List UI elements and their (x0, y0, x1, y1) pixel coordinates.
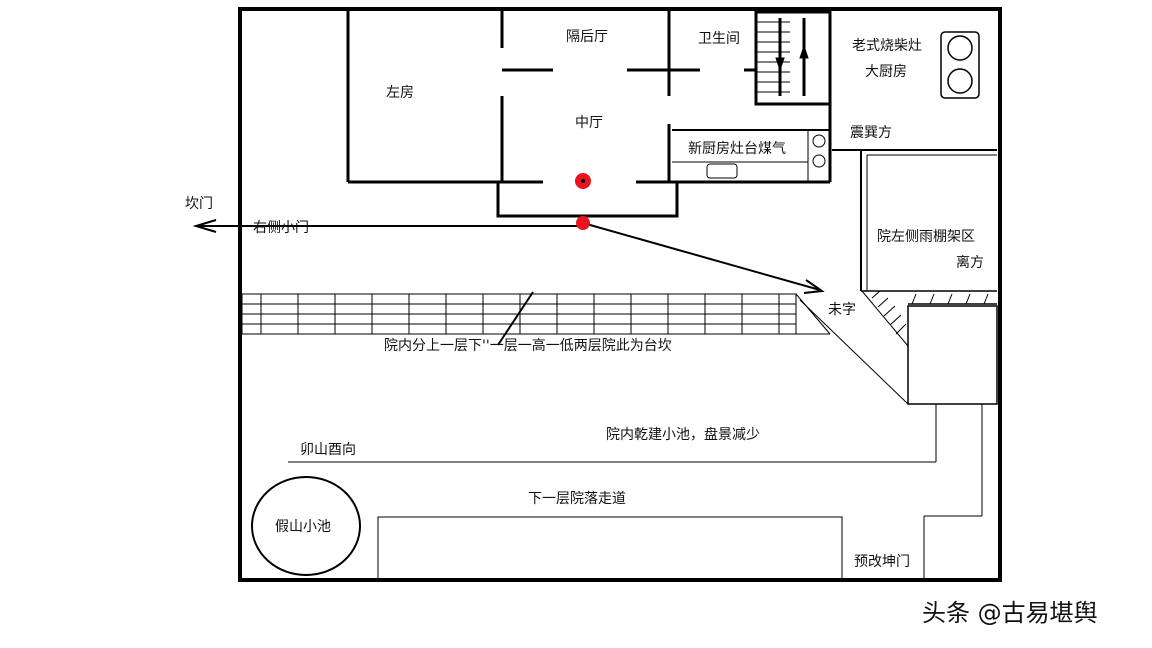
label-lower-walkway: 下一层院落走道 (528, 491, 626, 507)
label-right-side-gate: 右侧小门 (253, 220, 309, 236)
label-rockery-pool: 假山小池 (275, 519, 331, 535)
label-dry-pool: 院内乾建小池，盘景减少 (606, 426, 760, 443)
hall-partitions (502, 9, 756, 184)
label-wei-zi: 未字 (828, 302, 856, 318)
label-middle-hall: 中厅 (575, 115, 603, 131)
label-kan-gate: 坎门 (185, 196, 213, 212)
label-bathroom: 卫生间 (698, 31, 740, 47)
corner-stairs (799, 290, 998, 405)
label-old-stove: 老式烧柴灶 (852, 38, 922, 54)
lower-walkway (377, 516, 843, 581)
left-room-block (346, 9, 504, 184)
gas-burner-icon (812, 134, 826, 148)
label-courtyard-levels: 院内分上一层下''一层一高一低两层院此为台坎 (384, 337, 672, 354)
label-zhen-xun: 震巽方 (850, 125, 892, 141)
label-rain-shed: 院左侧雨棚架区 (877, 229, 975, 245)
direction-arrows (192, 219, 825, 294)
rain-shed-block (860, 150, 997, 292)
rockery-pool (251, 476, 361, 576)
label-mao-shan: 卯山酉向 (300, 442, 356, 458)
courtyard-lines (288, 404, 983, 580)
sink-icon (706, 163, 738, 179)
front-porch (496, 182, 679, 218)
label-planned-kun-gate: 预改坤门 (854, 554, 910, 570)
label-back-hall: 隔后厅 (566, 29, 608, 45)
label-big-kitchen: 大厨房 (865, 64, 907, 80)
center-dot (581, 179, 585, 183)
label-new-kitchen: 新厨房灶台煤气 (688, 141, 786, 157)
label-li-direction: 离方 (956, 254, 984, 271)
new-kitchen-block (669, 104, 832, 184)
terrace-steps (241, 291, 831, 346)
watermark: 头条 @古易堪舆 (922, 599, 1098, 627)
label-left-room: 左房 (386, 85, 414, 101)
gate-marker (576, 216, 590, 230)
arrow-right-icon (803, 279, 825, 294)
staircase (754, 10, 832, 106)
gas-burner-icon (812, 154, 826, 168)
wood-stove-icon (940, 31, 980, 99)
big-kitchen-block (832, 31, 997, 151)
arrow-left-icon (192, 219, 217, 233)
